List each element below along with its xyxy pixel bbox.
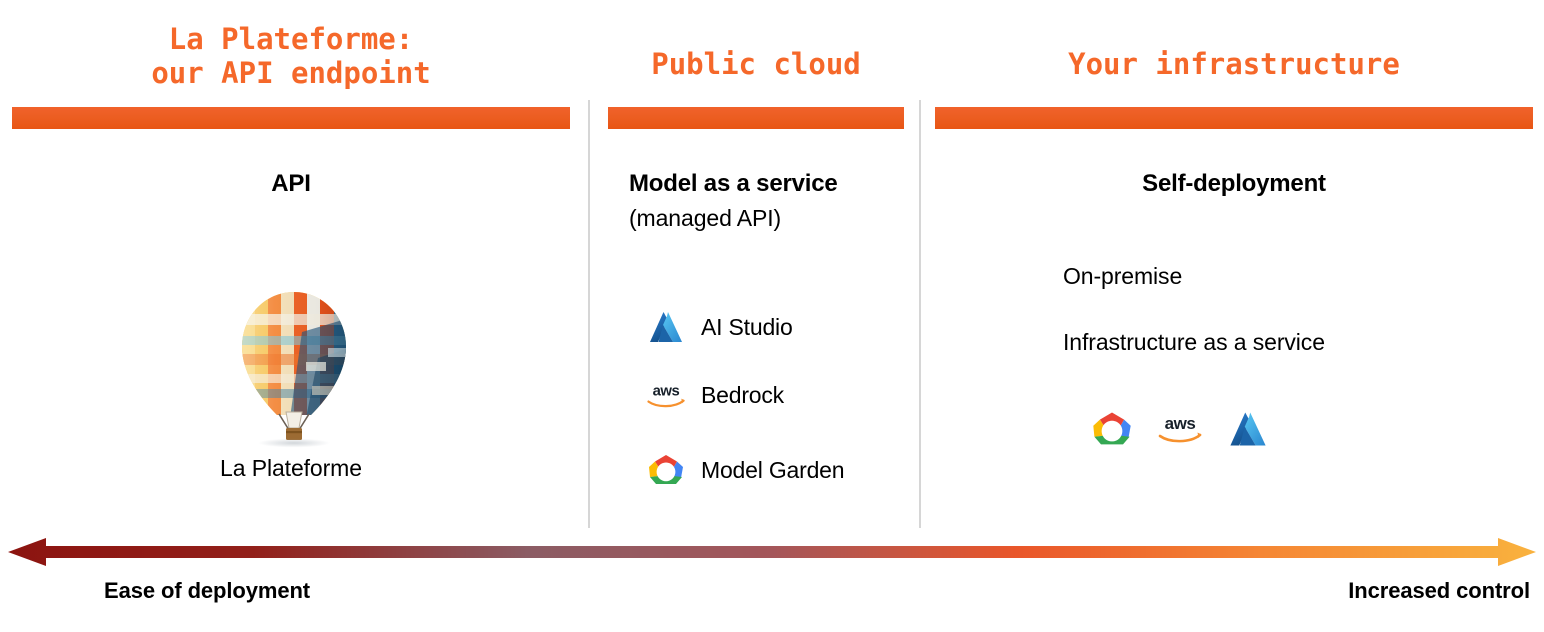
hot-air-balloon-icon xyxy=(232,288,356,448)
service-label: Model Garden xyxy=(701,456,845,483)
aws-logo: aws xyxy=(645,374,687,416)
axis-label-increased-control: Increased control xyxy=(1348,578,1530,603)
deployment-spectrum-arrow xyxy=(0,536,1544,568)
axis-label-ease-of-deployment: Ease of deployment xyxy=(104,578,311,603)
column-bar-la-plateforme xyxy=(12,107,570,129)
heading-self-deployment: Self-deployment xyxy=(1142,170,1326,197)
heading-api: API xyxy=(271,170,311,197)
service-item-bedrock: aws Bedrock xyxy=(645,374,784,416)
azure-logo xyxy=(1224,405,1272,453)
column-divider-1 xyxy=(588,100,590,528)
caption-la-plateforme: La Plateforme xyxy=(220,455,362,481)
aws-logo: aws xyxy=(1156,405,1204,453)
column-title-la-plateforme: La Plateforme: our API endpoint xyxy=(151,22,431,91)
service-label: AI Studio xyxy=(701,313,793,340)
provider-logo-row: aws xyxy=(1088,405,1272,453)
column-title-your-infrastructure: Your infrastructure xyxy=(1068,47,1400,81)
service-item-ai-studio: AI Studio xyxy=(645,306,793,348)
text-on-premise: On-premise xyxy=(1063,263,1183,289)
column-title-public-cloud: Public cloud xyxy=(651,47,861,81)
heading-model-as-a-service: Model as a service xyxy=(629,170,838,197)
google-cloud-logo xyxy=(1088,405,1136,453)
subheading-managed-api: (managed API) xyxy=(629,205,782,231)
column-divider-2 xyxy=(919,100,921,528)
azure-logo xyxy=(645,306,687,348)
service-label: Bedrock xyxy=(701,381,784,408)
google-cloud-logo xyxy=(645,449,687,491)
service-item-model-garden: Model Garden xyxy=(645,449,845,491)
svg-text:aws: aws xyxy=(1165,414,1196,433)
svg-text:aws: aws xyxy=(653,383,680,399)
text-infrastructure-as-a-service: Infrastructure as a service xyxy=(1063,329,1325,355)
column-bar-your-infrastructure xyxy=(935,107,1533,129)
column-bar-public-cloud xyxy=(608,107,904,129)
